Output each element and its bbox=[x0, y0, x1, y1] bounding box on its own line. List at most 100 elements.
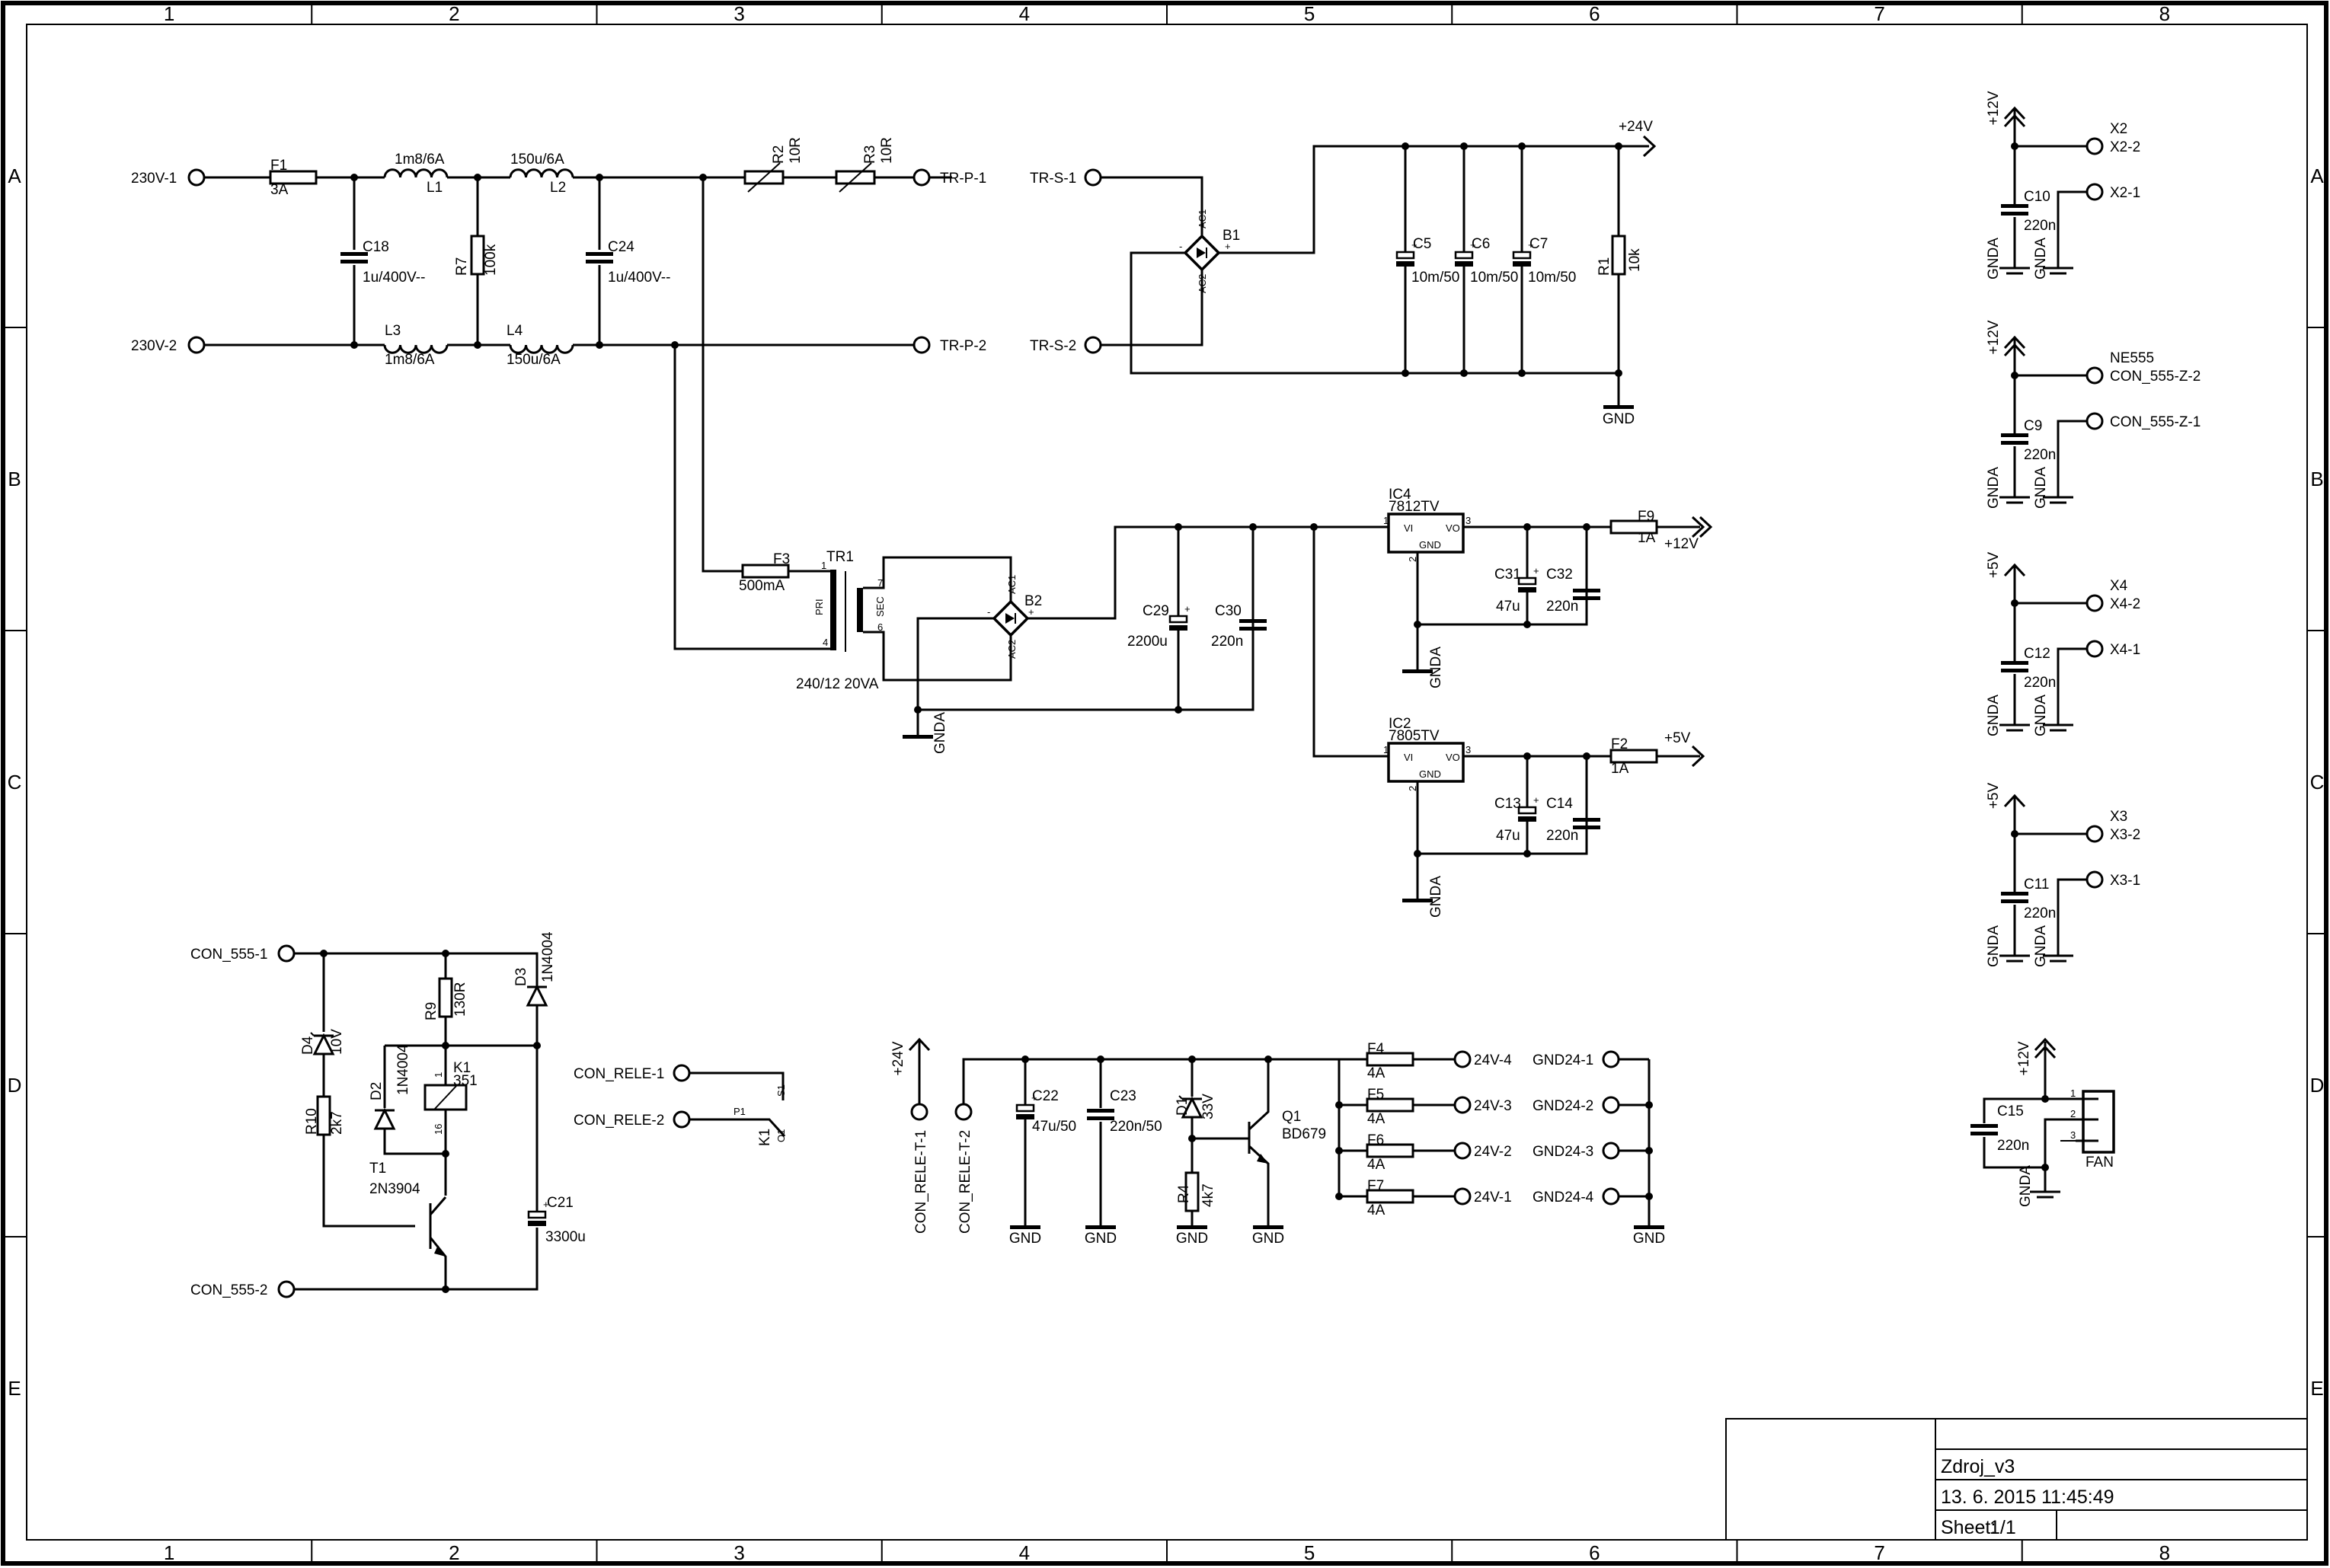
capacitor-c22 bbox=[1015, 1103, 1035, 1113]
value-label: 1m8/6A bbox=[395, 152, 445, 168]
pin-label: P1 bbox=[734, 1106, 746, 1117]
rail-label: +12V bbox=[1986, 91, 2002, 125]
terminal-tr-p-1[interactable] bbox=[913, 168, 931, 187]
ground-symbol bbox=[1402, 669, 1433, 673]
polarity-plus: + bbox=[1533, 565, 1539, 576]
terminal-gnd24-3[interactable] bbox=[1602, 1142, 1620, 1160]
ref-label: C32 bbox=[1546, 567, 1573, 583]
terminal-tr-p-2[interactable] bbox=[913, 336, 931, 354]
ref-label: C13 bbox=[1494, 796, 1521, 812]
value-label: 3300u bbox=[545, 1229, 586, 1245]
rail-arrow bbox=[2003, 794, 2026, 808]
terminal-label: CON_RELE-T-2 bbox=[957, 1130, 973, 1234]
terminal-x4-2[interactable] bbox=[2085, 594, 2104, 612]
pin-label: 1 bbox=[1383, 515, 1389, 526]
ground-symbol bbox=[1085, 1225, 1116, 1229]
column-label-top: 1 bbox=[164, 2, 174, 25]
ref-label: C21 bbox=[547, 1195, 574, 1211]
ref-label: C5 bbox=[1413, 236, 1431, 252]
pin-label: AC1 bbox=[1197, 209, 1208, 228]
value-label: 351 bbox=[453, 1073, 478, 1089]
pin-label: 2 bbox=[2070, 1108, 2076, 1119]
terminal-con-555-2[interactable] bbox=[277, 1280, 296, 1298]
column-label-top: 5 bbox=[1304, 2, 1315, 25]
terminal-gnd24-1[interactable] bbox=[1602, 1050, 1620, 1068]
pin-label: 3 bbox=[1465, 744, 1471, 755]
wire bbox=[2044, 1118, 2076, 1167]
ntc-slash bbox=[839, 162, 872, 193]
terminal-x3-2[interactable] bbox=[2085, 825, 2104, 843]
ref-label: F9 bbox=[1638, 509, 1654, 525]
capacitor-plate bbox=[1239, 627, 1267, 631]
terminal-con_555-z-2[interactable] bbox=[2085, 366, 2104, 385]
value-label: 220n bbox=[2024, 447, 2056, 463]
rail-label: +5V bbox=[1664, 730, 1691, 746]
terminal-230v-1[interactable] bbox=[187, 168, 206, 187]
pin-label: 16 bbox=[433, 1124, 444, 1135]
terminal-24v-3[interactable] bbox=[1453, 1096, 1472, 1114]
pin-label: 1 bbox=[821, 560, 826, 571]
value-label: 4A bbox=[1367, 1065, 1386, 1081]
rail-arrow bbox=[2034, 1037, 2057, 1052]
value-label: 220n bbox=[2024, 675, 2056, 691]
value-label: 10R bbox=[788, 137, 804, 164]
capacitor-c13 bbox=[1517, 806, 1537, 815]
terminal-con-rele-1[interactable] bbox=[673, 1064, 691, 1082]
terminal-con_555-z-1[interactable] bbox=[2085, 412, 2104, 430]
value-label: 1N4004 bbox=[395, 1044, 411, 1095]
connector-label: X4 bbox=[2110, 578, 2128, 594]
ref-label: F4 bbox=[1367, 1041, 1385, 1057]
terminal-con-rele-t-1[interactable] bbox=[910, 1103, 928, 1121]
ref-label: T1 bbox=[369, 1161, 386, 1177]
value-label: 1A bbox=[1611, 761, 1629, 777]
terminal-label: 24V-4 bbox=[1474, 1052, 1512, 1068]
terminal-con-555-1[interactable] bbox=[277, 944, 296, 963]
terminal-con-rele-2[interactable] bbox=[673, 1110, 691, 1129]
terminal-x2-2[interactable] bbox=[2085, 137, 2104, 155]
terminal-230v-2[interactable] bbox=[187, 336, 206, 354]
diode-d3 bbox=[526, 984, 548, 1007]
capacitor-c7 bbox=[1512, 251, 1532, 260]
wire bbox=[2057, 647, 2087, 725]
column-label-bottom: 2 bbox=[449, 1541, 459, 1564]
relay-coil-slash bbox=[433, 1084, 458, 1110]
terminal-tr-s-1[interactable] bbox=[1084, 168, 1102, 187]
value-label: 220n bbox=[1997, 1138, 2029, 1154]
capacitor-plate bbox=[528, 1221, 546, 1226]
ground-label: GNDA bbox=[2033, 467, 2049, 509]
fan-header-body[interactable] bbox=[2082, 1090, 2115, 1154]
terminal-label: GND24-2 bbox=[1533, 1098, 1593, 1114]
terminal-con-rele-t-2[interactable] bbox=[954, 1103, 973, 1121]
terminal-24v-1[interactable] bbox=[1453, 1187, 1472, 1206]
ref-label: L3 bbox=[385, 323, 401, 339]
rail-arrow bbox=[2003, 106, 2026, 120]
rail-arrow bbox=[1691, 516, 1705, 538]
terminal-x4-1[interactable] bbox=[2085, 640, 2104, 658]
capacitor-plate bbox=[1970, 1132, 1998, 1135]
terminal-x3-1[interactable] bbox=[2085, 870, 2104, 889]
capacitor-plate bbox=[1016, 1114, 1034, 1119]
terminal-x2-1[interactable] bbox=[2085, 183, 2104, 201]
wire bbox=[863, 631, 1012, 682]
value-label: 220n bbox=[1211, 634, 1243, 650]
terminal-24v-4[interactable] bbox=[1453, 1050, 1472, 1068]
rail-24v-arrow bbox=[1642, 135, 1657, 158]
value-label: 1u/400V-- bbox=[608, 270, 670, 286]
polarity-plus: + bbox=[1411, 239, 1417, 251]
part-label: 7805TV bbox=[1389, 728, 1440, 744]
terminal-label: X3-1 bbox=[2110, 873, 2140, 889]
value-label: BD679 bbox=[1282, 1126, 1326, 1142]
value-label: 220n/50 bbox=[1110, 1119, 1162, 1135]
capacitor-plate bbox=[2001, 441, 2028, 445]
terminal-gnd24-4[interactable] bbox=[1602, 1187, 1620, 1206]
row-label-right: C bbox=[2310, 771, 2325, 794]
value-label: 150u/6A bbox=[507, 352, 561, 368]
ground-label: GNDA bbox=[2033, 925, 2049, 967]
wire bbox=[1028, 525, 1389, 620]
terminal-gnd24-2[interactable] bbox=[1602, 1096, 1620, 1114]
terminal-24v-2[interactable] bbox=[1453, 1142, 1472, 1160]
capacitor-plate bbox=[1518, 587, 1536, 592]
terminal-tr-s-2[interactable] bbox=[1084, 336, 1102, 354]
capacitor-plate bbox=[1513, 261, 1531, 267]
ground-symbol bbox=[1634, 1225, 1664, 1229]
